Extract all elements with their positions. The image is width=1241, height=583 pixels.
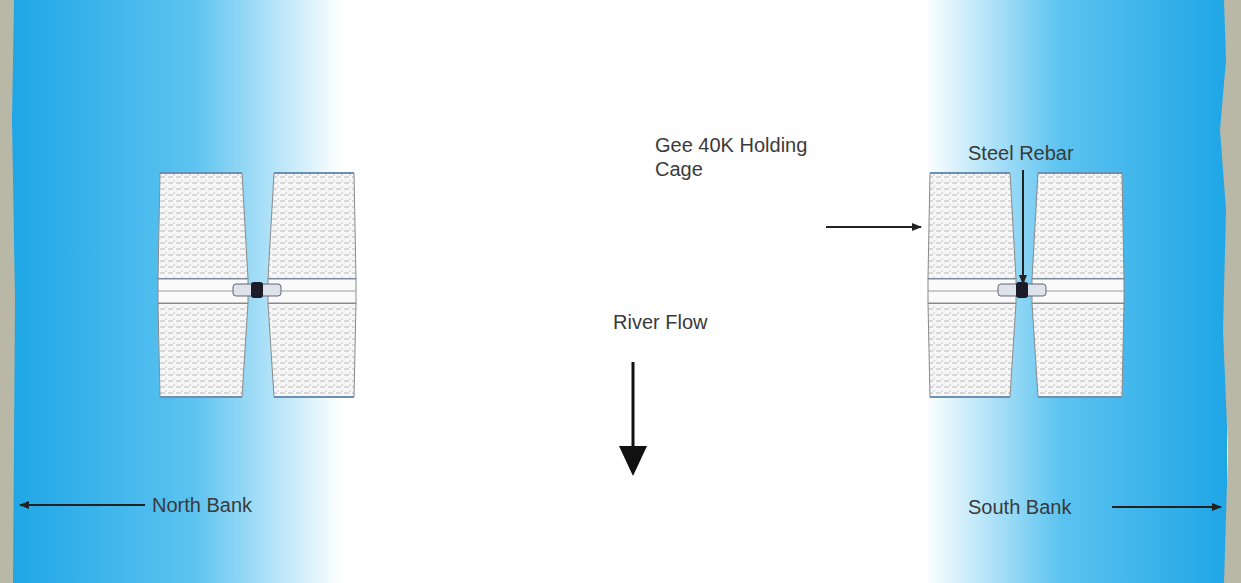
label-text: Steel Rebar (968, 141, 1074, 165)
leader-arrow (1022, 170, 1024, 284)
cage-panel (268, 303, 356, 397)
panel-rim (160, 172, 242, 174)
leader-arrow (1112, 506, 1221, 508)
cage-panel (1032, 303, 1124, 397)
leader-arrow (20, 504, 145, 506)
panel-rim (930, 172, 1010, 174)
label-text: North Bank (152, 493, 252, 517)
cage-panel (1032, 173, 1124, 279)
cage-panel (158, 303, 248, 397)
label-text: River Flow (613, 310, 707, 334)
cage-panel (268, 173, 356, 279)
steel-rebar (1016, 282, 1028, 298)
holding-cage (928, 173, 1124, 397)
flow-arrow-shaft (632, 362, 635, 450)
panel-rim (1038, 396, 1122, 398)
cage-panel (928, 173, 1016, 279)
flow-arrow-head (619, 446, 647, 476)
steel-rebar (251, 282, 263, 298)
panel-rim (1038, 172, 1122, 174)
label-text: South Bank (968, 495, 1071, 519)
leader-arrow (826, 226, 921, 228)
panel-rim (160, 396, 242, 398)
cage-panel (928, 303, 1016, 397)
label-text: Gee 40K Holding Cage (655, 133, 825, 181)
holding-cage (158, 173, 356, 397)
cage-panel (158, 173, 248, 279)
panel-rim (274, 172, 354, 174)
panel-rim (274, 396, 354, 398)
panel-rim (930, 396, 1010, 398)
